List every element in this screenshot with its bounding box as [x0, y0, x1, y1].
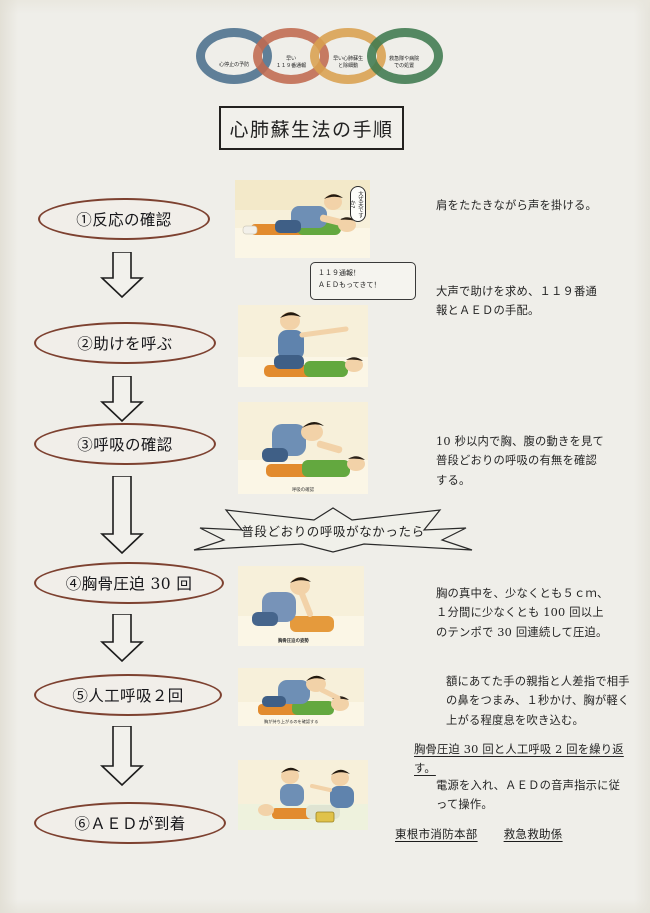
- svg-text:呼吸の確認: 呼吸の確認: [292, 486, 315, 493]
- arrow-step-1-to-2: [100, 252, 144, 298]
- condition-banner: 普段どおりの呼吸がなかったら: [184, 506, 482, 554]
- chain-of-survival-rings: 心停止の予防 早い １１９番通報 早い心肺蘇生 と除細動 救急隊や病院 での処置: [196, 24, 454, 88]
- step-2-label: ②助けを呼ぶ: [77, 335, 173, 353]
- footer-organization: 東根市消防本部: [395, 827, 478, 841]
- arrow-step-2-to-3: [100, 376, 144, 422]
- page-title-text: 心肺蘇生法の手順: [229, 118, 394, 141]
- footer-department: 救急救助係: [503, 827, 563, 841]
- survival-ring-label-2: 早い １１９番通報: [276, 56, 306, 70]
- step-3-oval: ③呼吸の確認: [34, 423, 216, 465]
- arrow-step-3-to-4: [100, 476, 144, 554]
- arrow-step-4-to-5: [100, 614, 144, 662]
- step-6-label: ⑥ＡＥＤが到着: [74, 815, 186, 833]
- step-3-label: ③呼吸の確認: [77, 436, 173, 454]
- step-2-oval: ②助けを呼ぶ: [34, 322, 216, 364]
- step-3-description: 10 秒以内で胸、腹の動きを見て 普段どおりの呼吸の有無を確認 する。: [436, 435, 605, 487]
- step-1-label: ①反応の確認: [76, 211, 172, 229]
- speech-bubble-call119: １１９通報！ ＡＥＤもってきて！: [310, 262, 416, 300]
- step-1-oval: ①反応の確認: [38, 198, 210, 240]
- survival-ring-label-1: 心停止の予防: [219, 62, 249, 68]
- step-4-label: ④胸骨圧迫 30 回: [65, 575, 193, 593]
- illustration-step-5: 胸が持ち上がるのを確認する: [238, 668, 364, 726]
- illustration-step-3: 呼吸の確認: [238, 402, 368, 494]
- svg-text:胸骨圧迫の姿勢: 胸骨圧迫の姿勢: [278, 637, 309, 644]
- step-5-description: 額にあてた手の親指と人差指で相手 の鼻をつまみ、１秒かけ、胸が軽く 上がる程度息…: [446, 675, 630, 727]
- step-4-oval: ④胸骨圧迫 30 回: [34, 562, 224, 604]
- speech-bubble-victim: 大丈夫ですか?: [349, 186, 366, 222]
- survival-ring-label-3: 早い心肺蘇生 と除細動: [333, 56, 363, 70]
- condition-banner-text: 普段どおりの呼吸がなかったら: [241, 523, 425, 539]
- step-5-label: ⑤人工呼吸２回: [72, 687, 184, 705]
- page-title: 心肺蘇生法の手順: [219, 106, 404, 150]
- svg-text:胸が持ち上がるのを確認する: 胸が持ち上がるのを確認する: [264, 718, 318, 725]
- step-5-oval: ⑤人工呼吸２回: [34, 674, 222, 716]
- footer: 東根市消防本部 救急救助係: [395, 826, 563, 842]
- survival-ring-label-4: 救急隊や病院 での処置: [389, 56, 419, 70]
- repeat-note: 胸骨圧迫 30 回と人工呼吸 2 回を繰り返す。: [414, 743, 624, 776]
- illustration-step-4: 胸骨圧迫の姿勢: [238, 566, 364, 646]
- step-1-description: 肩をたたきながら声を掛ける。: [436, 199, 597, 212]
- step-4-description: 胸の真中を、少なくとも５ｃｍ、 １分間に少なくとも 100 回以上 のテンポで …: [436, 587, 609, 639]
- step-2-description: 大声で助けを求め、１１９番通 報とＡＥＤの手配。: [436, 285, 597, 318]
- arrow-step-5-to-6: [100, 726, 144, 786]
- step-6-oval: ⑥ＡＥＤが到着: [34, 802, 226, 844]
- illustration-step-2: [238, 305, 368, 387]
- step-6-description: 電源を入れ、ＡＥＤの音声指示に従 って操作。: [436, 779, 621, 812]
- illustration-step-6: [238, 760, 368, 830]
